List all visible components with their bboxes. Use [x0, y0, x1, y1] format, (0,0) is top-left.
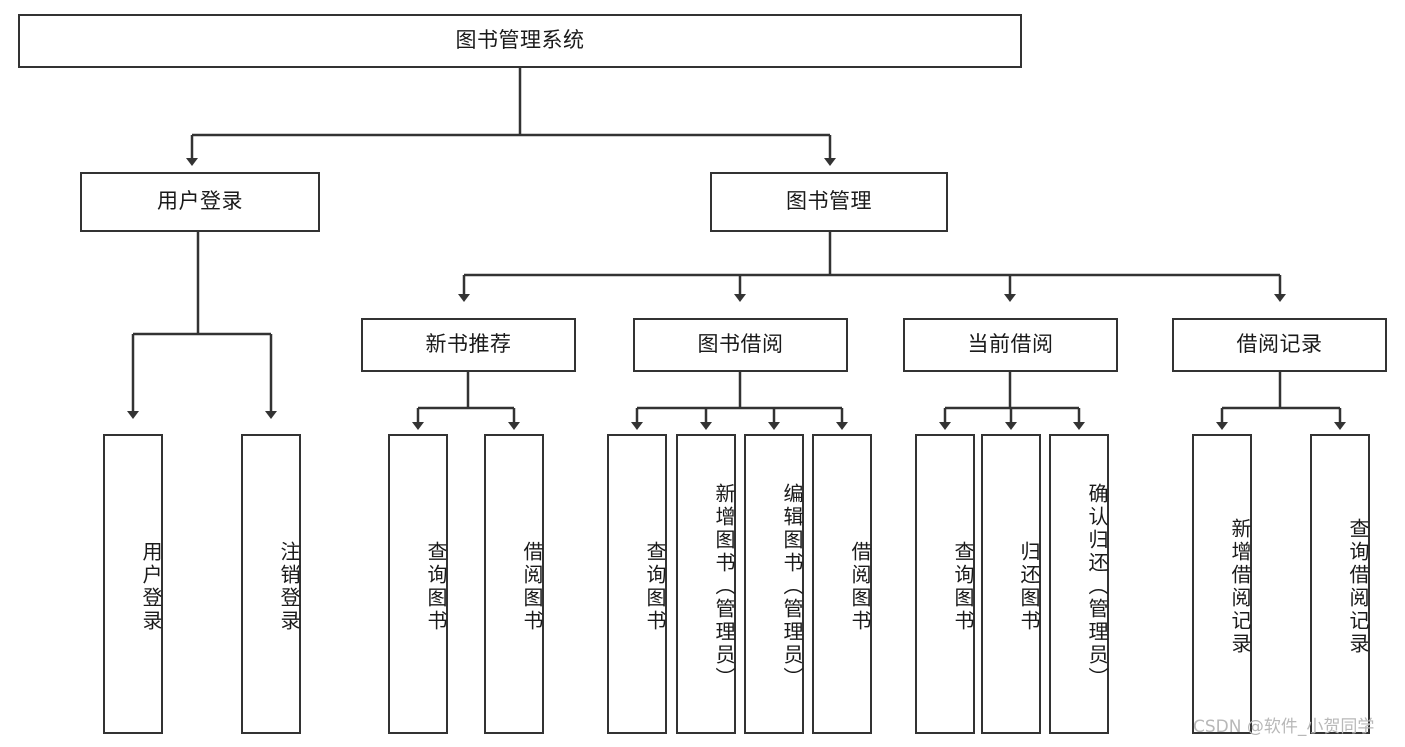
node-label: 借阅图书 [848, 541, 872, 633]
node-label: 图书管理系统 [455, 28, 585, 53]
node-label: 查询图书 [643, 541, 667, 633]
leaf-logout[interactable]: 注销登录 [241, 434, 301, 734]
node-label: 用户登录 [139, 541, 163, 633]
node-book-management[interactable]: 图书管理 [710, 172, 948, 232]
node-label: 注销登录 [277, 541, 301, 633]
node-label: 借阅图书 [520, 541, 544, 633]
leaf-add-borrow-record[interactable]: 新增借阅记录 [1192, 434, 1252, 734]
leaf-borrow-book[interactable]: 借阅图书 [812, 434, 872, 734]
leaf-query-book-current[interactable]: 查询图书 [915, 434, 975, 734]
node-label: 确认归还（管理员） [1085, 482, 1109, 690]
leaf-add-book-admin[interactable]: 新增图书（管理员） [676, 434, 736, 734]
node-label: 查询图书 [424, 541, 448, 633]
leaf-query-book-recommend[interactable]: 查询图书 [388, 434, 448, 734]
node-label: 新增借阅记录 [1228, 518, 1252, 656]
node-user-login[interactable]: 用户登录 [80, 172, 320, 232]
leaf-query-book-borrow[interactable]: 查询图书 [607, 434, 667, 734]
node-label: 当前借阅 [967, 332, 1054, 357]
node-current-borrow[interactable]: 当前借阅 [903, 318, 1118, 372]
leaf-query-borrow-record[interactable]: 查询借阅记录 [1310, 434, 1370, 734]
node-label: 查询借阅记录 [1346, 518, 1370, 656]
node-label: 新书推荐 [425, 332, 512, 357]
leaf-edit-book-admin[interactable]: 编辑图书（管理员） [744, 434, 804, 734]
node-borrow-record[interactable]: 借阅记录 [1172, 318, 1387, 372]
leaf-confirm-return-admin[interactable]: 确认归还（管理员） [1049, 434, 1109, 734]
node-label: 归还图书 [1017, 541, 1041, 633]
node-label: 新增图书（管理员） [712, 482, 736, 690]
node-book-borrow[interactable]: 图书借阅 [633, 318, 848, 372]
node-label: 图书管理 [786, 189, 872, 214]
node-label: 借阅记录 [1236, 332, 1323, 357]
watermark: CSDN @软件_小贺同学 [1193, 717, 1375, 737]
node-label: 编辑图书（管理员） [780, 482, 804, 690]
node-label: 用户登录 [157, 189, 243, 214]
node-new-book-recommend[interactable]: 新书推荐 [361, 318, 576, 372]
node-root-book-management-system[interactable]: 图书管理系统 [18, 14, 1022, 68]
leaf-borrow-book-recommend[interactable]: 借阅图书 [484, 434, 544, 734]
node-label: 查询图书 [951, 541, 975, 633]
leaf-user-login[interactable]: 用户登录 [103, 434, 163, 734]
leaf-return-book[interactable]: 归还图书 [981, 434, 1041, 734]
node-label: 图书借阅 [697, 332, 784, 357]
